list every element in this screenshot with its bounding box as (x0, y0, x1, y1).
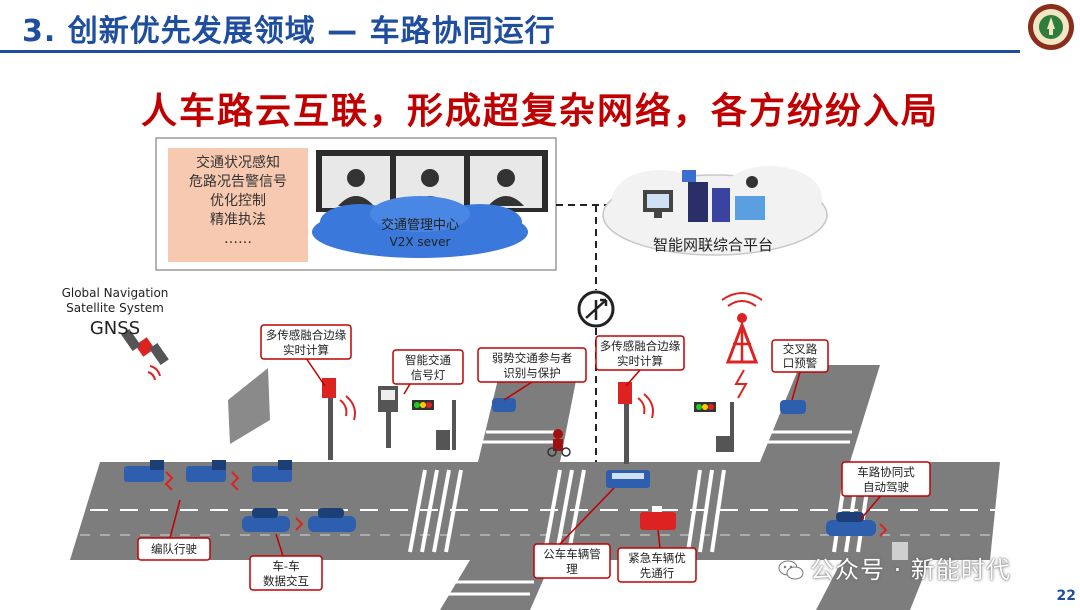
wechat-watermark: 公众号 · 新能时代 (778, 550, 1011, 585)
v2v-car-1 (242, 508, 290, 532)
cell-tower-icon (721, 292, 763, 399)
slide-headline: 人车路云互联，形成超复杂网络，各方纷纷入局 (140, 91, 939, 132)
server-cluster-icon (643, 170, 765, 222)
callout-autonomous-l1: 车路协同式 (857, 465, 915, 479)
roadside-unit (892, 542, 908, 560)
platoon-truck-3 (252, 460, 292, 482)
title-bar: 3. 创新优先发展领域 — 车路协同运行 (0, 0, 1080, 53)
callout-vulnerable-l1: 弱势交通参与者 (492, 351, 573, 365)
gnss-line-2: Satellite System (66, 301, 164, 315)
callout-intersection-l2: 口预警 (783, 356, 818, 370)
platoon-truck-2 (186, 460, 226, 482)
watermark-text: 公众号 · 新能时代 (810, 556, 1011, 584)
wechat-icon (778, 560, 804, 580)
callout-texts: 多传感融合边缘 实时计算 智能交通 信号灯 弱势交通参与者 识别与保护 多传感融… (151, 328, 915, 588)
network-junction-icon (577, 290, 615, 328)
task-item-2: 危路况告警信号 (189, 174, 287, 190)
bus (606, 470, 650, 488)
road-network (70, 350, 1000, 610)
callout-bus-l1: 公车车辆管 (543, 547, 601, 561)
university-seal-icon (1028, 4, 1074, 50)
task-item-5: …… (224, 231, 252, 247)
satellite-icon (121, 328, 169, 381)
autonomous-car (826, 512, 876, 536)
roadside-billboard (228, 368, 270, 444)
task-item-1: 交通状况感知 (196, 155, 280, 171)
gnss-line-1: Global Navigation (62, 286, 169, 300)
emergency-vehicle (640, 506, 676, 530)
callout-v2v-l1: 车-车 (272, 559, 299, 573)
callout-boxes (137, 324, 931, 591)
gnss-abbr: GNSS (90, 318, 140, 339)
car-right-intersection (780, 400, 806, 414)
callout-edge-left-l1: 多传感融合边缘 (266, 328, 347, 342)
callout-edge-right-l1: 多传感融合边缘 (600, 339, 681, 353)
traffic-center-cloud-label: 交通管理中心 (381, 217, 459, 233)
roadside-poles (322, 378, 734, 464)
platoon-truck-1 (124, 460, 164, 482)
callout-v2v-l2: 数据交互 (263, 574, 309, 588)
callout-signal-l1: 智能交通 (405, 353, 451, 367)
vehicles (124, 398, 876, 536)
cyclist-icon (547, 429, 571, 457)
callout-edge-right-l2: 实时计算 (617, 354, 663, 368)
traffic-center-cloud-icon (312, 196, 528, 258)
callout-vulnerable-l2: 识别与保护 (503, 366, 561, 380)
signal-waves (164, 393, 888, 537)
callout-bus-l2: 理 (566, 562, 578, 576)
traffic-center-cloud-sublabel: V2X sever (390, 235, 451, 249)
callout-edge-left-l2: 实时计算 (283, 343, 329, 357)
callout-platoon-l1: 编队行驶 (151, 542, 197, 556)
slide-title: 3. 创新优先发展领域 — 车路协同运行 (22, 14, 556, 49)
callout-emergency-l2: 先通行 (640, 566, 675, 580)
task-item-4: 精准执法 (210, 212, 266, 228)
callout-signal-l2: 信号灯 (411, 368, 446, 382)
car-left-intersection (492, 398, 516, 412)
title-underline (0, 50, 1020, 53)
traffic-center-task-list: 交通状况感知 危路况告警信号 优化控制 精准执法 …… (168, 148, 308, 262)
callout-emergency-l1: 紧急车辆优 (628, 551, 686, 565)
page-number: 22 (1056, 588, 1076, 604)
platform-label: 智能网联综合平台 (653, 236, 773, 254)
callout-autonomous-l2: 自动驾驶 (863, 480, 909, 494)
callout-intersection-l1: 交叉路 (783, 342, 818, 356)
v2v-car-2 (308, 508, 356, 532)
task-item-3: 优化控制 (210, 193, 266, 209)
